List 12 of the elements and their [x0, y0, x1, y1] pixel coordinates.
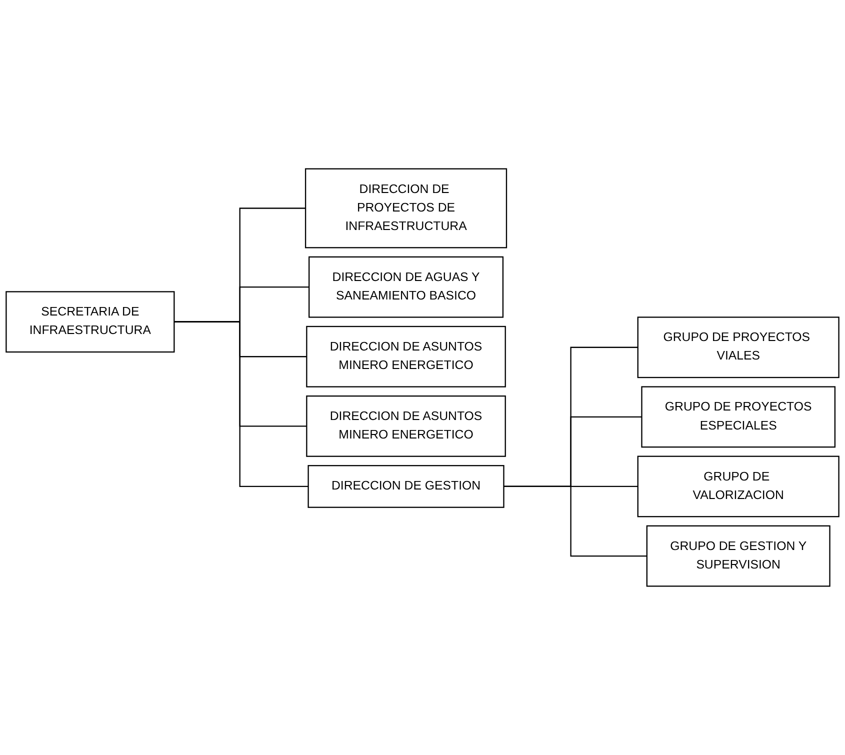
node-box: DIRECCION DE PROYECTOS DE INFRAESTRUCTURA: [304, 168, 508, 248]
node-box: DIRECCION DE GESTION: [308, 465, 504, 508]
node-box: DIRECCION DE ASUNTOS MINERO ENERGETICO: [306, 326, 506, 388]
node-box: DIRECCION DE ASUNTOS MINERO ENERGETICO: [306, 395, 506, 457]
connector: [174, 321, 308, 488]
node-box: GRUPO DE PROYECTOS VIALES: [637, 316, 840, 378]
connector: [504, 486, 647, 557]
node-box: GRUPO DE VALORIZACION: [637, 456, 840, 518]
node-box: GRUPO DE PROYECTOS ESPECIALES: [641, 386, 836, 448]
node-box: DIRECCION DE AGUAS Y SANEAMIENTO BASICO: [308, 256, 504, 318]
node-box: SECRETARIA DE INFRAESTRUCTURA: [6, 291, 175, 353]
node-box: GRUPO DE GESTION Y SUPERVISION: [646, 525, 830, 587]
